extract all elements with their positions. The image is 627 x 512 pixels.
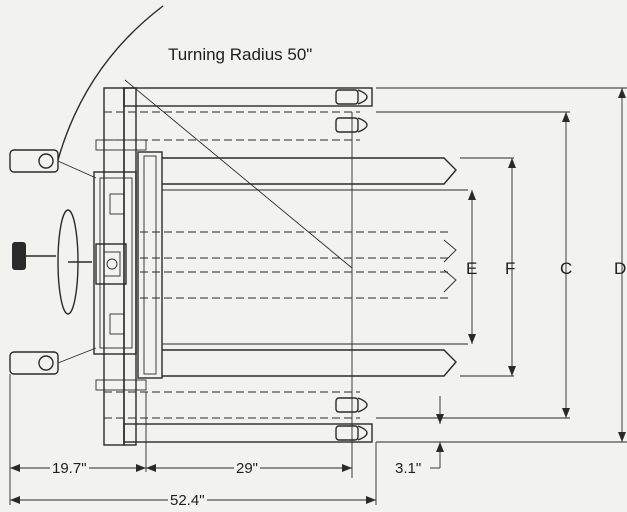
load-wheel-bottom-2 <box>335 425 368 441</box>
drive-motor <box>95 243 127 285</box>
fork-top <box>162 157 457 185</box>
caster-top <box>9 149 97 179</box>
load-wheel-bottom-1 <box>335 397 368 413</box>
dimension-52-4: 52.4" <box>168 492 207 509</box>
dimension-19-7: 19.7" <box>50 460 89 477</box>
caster-bottom <box>9 347 97 375</box>
dim-line-c <box>376 111 570 419</box>
dim-line-e <box>468 190 476 344</box>
dimension-letter-f: F <box>505 259 516 278</box>
dim-line-f <box>460 157 516 377</box>
dimension-letter-d: D <box>614 259 627 278</box>
load-wheel-top-2 <box>335 117 368 133</box>
dim-line-3-1 <box>430 396 444 469</box>
dimension-letter-e: E <box>466 259 478 278</box>
fork-bottom <box>162 349 457 377</box>
carriage-plate <box>137 151 163 379</box>
dimension-29: 29" <box>234 460 261 477</box>
dimension-3-1: 3.1" <box>393 460 424 477</box>
outer-leg-bottom <box>123 423 373 443</box>
turning-radius-line <box>124 79 353 269</box>
outer-leg-top <box>123 87 373 107</box>
turning-radius-label: Turning Radius 50" <box>168 45 313 64</box>
load-wheel-top-1 <box>335 89 368 105</box>
dim-line-d <box>376 87 627 443</box>
dimension-letter-c: C <box>560 259 573 278</box>
turning-radius-arc <box>57 5 164 161</box>
drive-frame <box>93 171 137 355</box>
handle-grip <box>12 242 26 270</box>
